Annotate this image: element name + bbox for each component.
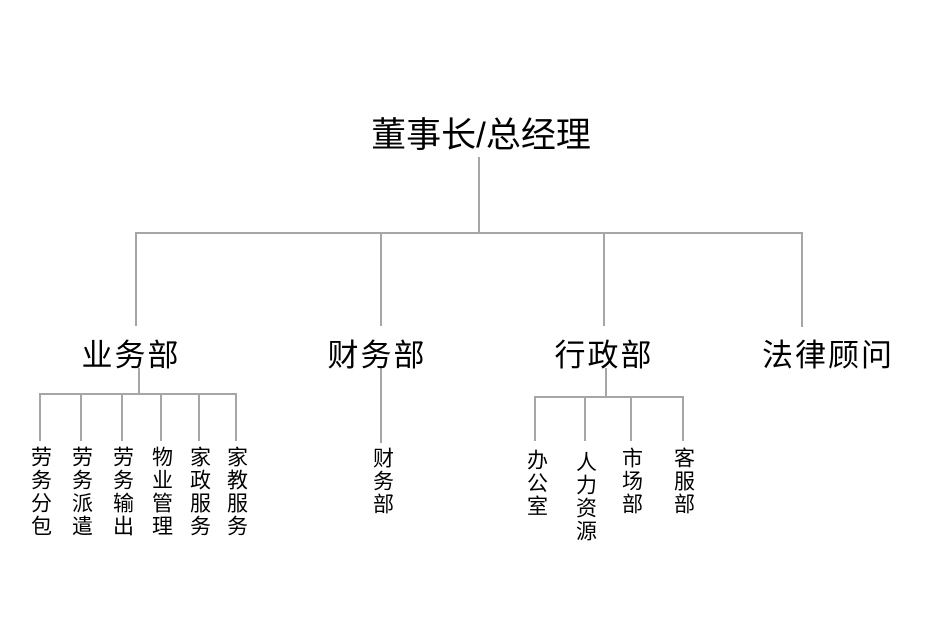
leaf-tutoring-service: 家教服务	[224, 446, 248, 538]
connector-drop-customer-service	[682, 396, 684, 441]
connector-drop-labor-export	[121, 393, 123, 441]
leaf-customer-service-dept: 客服部	[671, 447, 695, 516]
connector-drop-tutoring	[235, 393, 237, 441]
connector-admin-stub	[605, 368, 607, 397]
leaf-finance-dept: 财务部	[370, 447, 394, 516]
leaf-human-resources: 人力资源	[573, 451, 597, 543]
leaf-labor-export: 劳务输出	[110, 446, 134, 538]
leaf-marketing-dept: 市场部	[619, 447, 643, 516]
connector-drop-marketing	[630, 396, 632, 441]
connector-business-stub	[138, 368, 140, 394]
connector-drop-business	[135, 232, 137, 326]
leaf-office: 办公室	[524, 449, 548, 518]
node-admin-dept: 行政部	[554, 338, 654, 373]
leaf-labor-dispatch: 劳务派遣	[69, 446, 93, 538]
connector-drop-property-management	[160, 393, 162, 441]
connector-finance-line	[380, 368, 382, 443]
connector-admin-bus	[534, 396, 684, 398]
connector-drop-labor-dispatch	[80, 393, 82, 441]
connector-level2-bus	[135, 232, 803, 234]
connector-drop-office	[534, 396, 536, 441]
leaf-property-management: 物业管理	[149, 446, 173, 538]
connector-drop-labor-subcontracting	[39, 393, 41, 441]
leaf-housekeeping-service: 家政服务	[187, 446, 211, 538]
connector-drop-human-resources	[584, 396, 586, 441]
node-legal-advisor: 法律顾问	[762, 338, 894, 373]
node-business-dept: 业务部	[81, 338, 181, 373]
connector-drop-admin	[603, 232, 605, 326]
connector-drop-housekeeping	[198, 393, 200, 441]
connector-drop-finance	[380, 232, 382, 326]
connector-drop-legal	[801, 232, 803, 327]
node-finance-dept: 财务部	[327, 338, 427, 373]
connector-root-stub	[478, 157, 480, 233]
connector-business-bus	[39, 393, 237, 395]
node-chairman-general-manager: 董事长/总经理	[371, 116, 591, 155]
leaf-labor-subcontracting: 劳务分包	[28, 446, 52, 538]
